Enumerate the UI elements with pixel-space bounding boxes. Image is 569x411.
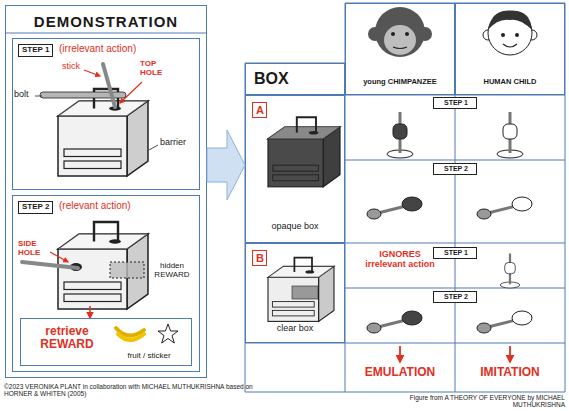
- part-label: hidden REWARD: [148, 262, 196, 280]
- part-label: bolt: [14, 90, 29, 100]
- outcome-label: IMITATION: [455, 366, 565, 379]
- leader: [120, 82, 142, 103]
- step-panel: STEP 1 (irrelevant action): [12, 38, 200, 190]
- step-tag: STEP 2: [433, 291, 477, 303]
- chimp-head: [375, 7, 425, 57]
- note: IGNORES irrelevant action: [358, 250, 442, 270]
- chimp-face: [384, 25, 416, 55]
- node-text: BOX: [254, 70, 289, 88]
- step-tag: STEP 2: [433, 163, 477, 175]
- part-label: SIDE HOLE: [18, 240, 58, 258]
- header-rule: [5, 33, 207, 34]
- sticker-star: [158, 324, 178, 343]
- row-header: Aopaque box: [245, 95, 345, 243]
- mouth: [393, 47, 407, 49]
- banana: [118, 334, 144, 340]
- source-note: Figure from A THEORY OF EVERYONE by MICH…: [372, 394, 565, 408]
- outcome-arrow: [399, 346, 401, 362]
- child-step-2: [477, 311, 532, 333]
- part-label: stick: [62, 62, 80, 72]
- demonstration-panel: DEMONSTRATIONSTEP 1(irrelevant action)ST…: [5, 5, 207, 378]
- node-text: B: [252, 250, 267, 266]
- part-label: TOP HOLE: [140, 60, 170, 78]
- node-text: STEP 1: [18, 44, 53, 57]
- node-text: STEP 1: [434, 99, 478, 107]
- arrow: [89, 306, 91, 318]
- node-text: (relevant action): [59, 200, 131, 211]
- visible-reward: [292, 286, 318, 299]
- table-grid: [245, 3, 565, 392]
- row-header: Bclear box: [245, 243, 345, 343]
- leader: [149, 145, 158, 150]
- chimp-step-2: [367, 197, 422, 219]
- child-step-1: [500, 254, 520, 289]
- column-header: BOX: [245, 63, 345, 95]
- leader: [84, 70, 100, 76]
- credit-note: ©2023 VERONIKA PLANT in collaboration wi…: [4, 383, 254, 397]
- node-text: A: [252, 102, 267, 118]
- node-text: DEMONSTRATION: [6, 14, 206, 31]
- column-header: young CHIMPANZEE: [345, 3, 455, 95]
- column-header: HUMAN CHILD: [455, 3, 565, 95]
- node-text: opaque box: [246, 222, 344, 232]
- outcome-label: EMULATION: [345, 366, 455, 379]
- hidden-reward: [110, 262, 144, 278]
- node-text: HUMAN CHILD: [456, 78, 564, 86]
- child-step-2: [477, 197, 532, 219]
- node-text: STEP 1: [434, 249, 478, 257]
- part-label: barrier: [160, 138, 186, 148]
- clear-box: [268, 258, 334, 322]
- node-text: retrieve REWARD: [27, 325, 107, 351]
- eye: [405, 32, 409, 36]
- child-head: [488, 11, 532, 55]
- outcome-arrow: [509, 346, 511, 362]
- node-text: STEP 2: [434, 165, 478, 173]
- node-text: STEP 2: [18, 201, 53, 214]
- eye: [391, 32, 395, 36]
- chimp-step-1: [387, 112, 413, 158]
- step-tag: STEP 1: [433, 97, 477, 109]
- stick: [22, 262, 78, 268]
- mouth: [503, 44, 517, 47]
- flow-arrow: [207, 130, 245, 200]
- node-text: young CHIMPANZEE: [346, 78, 454, 86]
- step-panel: STEP 2 (relevant action) retrieve REWARDfr…: [12, 195, 200, 372]
- opaque-box: [268, 117, 340, 187]
- node-text: STEP 2: [434, 293, 478, 301]
- node-text: fruit / sticker: [109, 352, 189, 361]
- node-text: (irrelevant action): [59, 43, 136, 54]
- child-hair: [488, 11, 532, 30]
- stick: [103, 64, 115, 107]
- demo-box: [58, 89, 148, 176]
- grid-line: [245, 392, 565, 393]
- reward-box: retrieve REWARDfruit / sticker: [20, 318, 192, 366]
- eye: [501, 33, 505, 37]
- step-tag: STEP 1: [433, 247, 477, 259]
- node-text: clear box: [246, 324, 344, 334]
- eye: [515, 33, 519, 37]
- child-step-1: [497, 112, 523, 158]
- leader: [50, 252, 68, 262]
- chimp-step-2: [367, 311, 422, 333]
- leader: [35, 96, 42, 97]
